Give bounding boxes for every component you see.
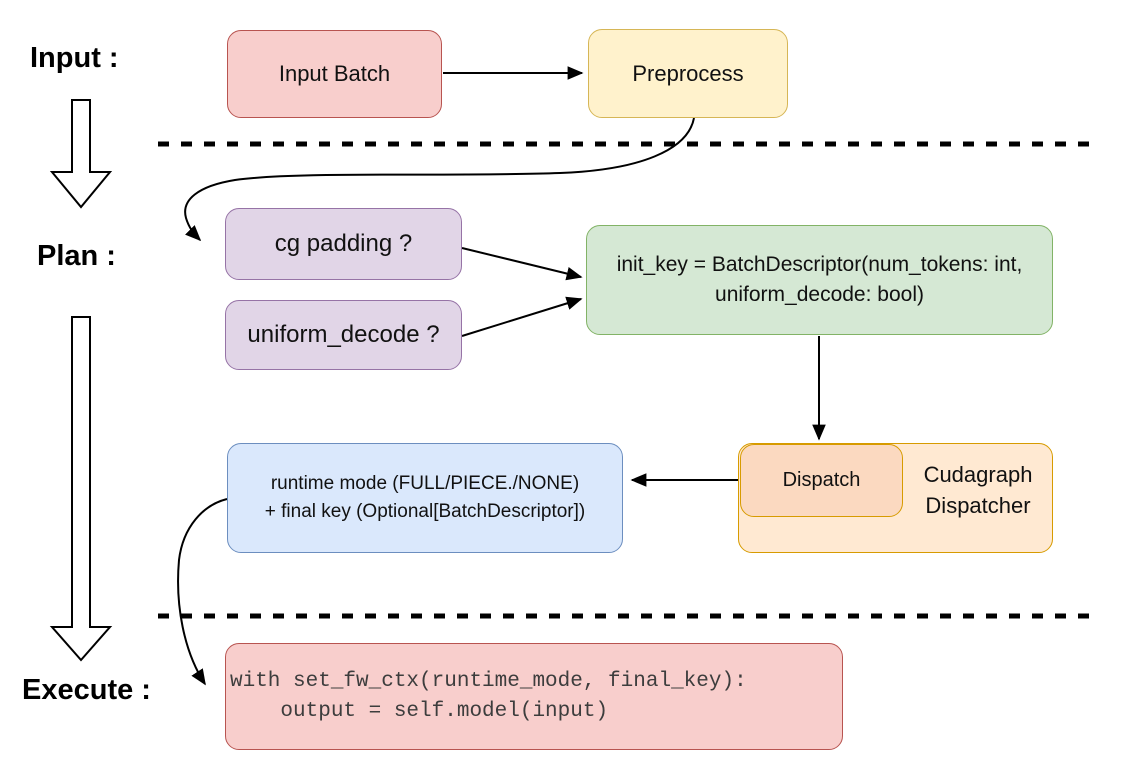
execute-code-line1: with set_fw_ctx(runtime_mode, final_key)… (230, 669, 747, 693)
node-preprocess-label: Preprocess (632, 60, 744, 86)
node-cudagraph-dispatcher-label: Cudagraph Dispatcher (903, 459, 1053, 539)
input-flow-arrow-icon (49, 99, 113, 209)
node-runtime-mode: runtime mode (FULL/PIECE./NONE) + final … (227, 443, 623, 553)
arrow-runtime-mode-to-execute-code (177, 498, 228, 686)
node-init-key-line2: uniform_decode: bool) (715, 283, 924, 306)
stage-label-input: Input : (30, 42, 119, 74)
node-cg-padding-label: cg padding ? (274, 229, 413, 257)
node-uniform-decode-label: uniform_decode ? (247, 320, 440, 348)
execute-code-line2: output = self.model(input) (230, 699, 609, 723)
node-runtime-mode-line2: + final key (Optional[BatchDescriptor]) (264, 501, 586, 522)
node-preprocess: Preprocess (588, 29, 788, 118)
node-input-batch: Input Batch (227, 30, 442, 118)
node-runtime-mode-line1: runtime mode (FULL/PIECE./NONE) (270, 473, 580, 494)
cudagraph-dispatcher-line2: Dispatcher (925, 493, 1031, 518)
arrow-cg-padding-to-init-key (461, 247, 583, 281)
stage-label-execute: Execute : (22, 674, 151, 706)
node-dispatch-label: Dispatch (782, 469, 861, 491)
node-init-key: init_key = BatchDescriptor(num_tokens: i… (586, 225, 1053, 335)
plan-flow-arrow-icon (49, 316, 113, 662)
node-dispatch: Dispatch (740, 444, 903, 517)
node-uniform-decode: uniform_decode ? (225, 300, 462, 370)
cudagraph-dispatcher-line1: Cudagraph (923, 462, 1033, 487)
node-execute-code: with set_fw_ctx(runtime_mode, final_key)… (225, 643, 843, 750)
node-init-key-line1: init_key = BatchDescriptor(num_tokens: i… (616, 253, 1023, 276)
arrow-preprocess-to-plan-stage (184, 117, 695, 242)
node-input-batch-label: Input Batch (278, 61, 391, 87)
stage-label-plan: Plan : (37, 240, 116, 272)
node-cg-padding: cg padding ? (225, 208, 462, 280)
arrow-uniform-decode-to-init-key (461, 296, 583, 337)
